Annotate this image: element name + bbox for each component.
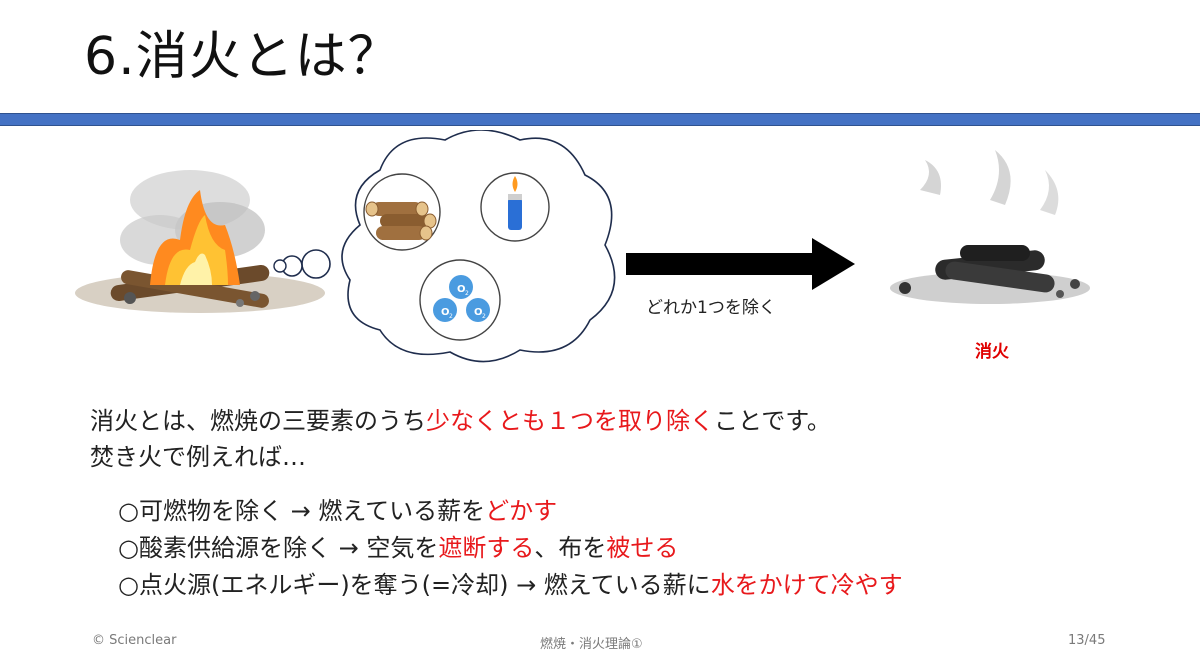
- list-item: ○点火源(エネルギー)を奪う(=冷却) → 燃えている薪に水をかけて冷やす: [118, 567, 903, 604]
- definition-text-a: 消火とは、燃焼の三要素のうち: [90, 407, 426, 435]
- definition-text-b: ことです。: [714, 407, 831, 435]
- method-list: ○可燃物を除く → 燃えている薪をどかす ○酸素供給源を除く → 空気を遮断する…: [118, 493, 903, 604]
- right-arrow-icon: [626, 238, 855, 290]
- title-divider-bar: [0, 113, 1200, 126]
- footer-page-number: 13/45: [1068, 633, 1106, 648]
- list-item-text: 酸素供給源を除く → 空気を: [138, 534, 439, 562]
- list-item: ○酸素供給源を除く → 空気を遮断する、布を被せる: [118, 530, 903, 567]
- list-item-text-after: 、布を: [534, 534, 607, 562]
- oxygen-subscript-2: 2: [449, 313, 453, 320]
- oxygen-symbol-1: O: [457, 284, 466, 295]
- definition-line-1: 消火とは、燃焼の三要素のうち少なくとも１つを取り除くことです。: [90, 403, 831, 439]
- oxygen-symbol-3: O: [474, 307, 483, 318]
- oxygen-symbol-2: O: [441, 307, 450, 318]
- definition-line-2: 焚き火で例えれば…: [90, 443, 306, 471]
- campfire-illustration: [75, 170, 325, 313]
- oxygen-subscript-1: 2: [465, 290, 469, 297]
- definition-emphasis: 少なくとも１つを取り除く: [426, 407, 714, 435]
- definition-text: 消火とは、燃焼の三要素のうち少なくとも１つを取り除くことです。 焚き火で例えれば…: [90, 403, 831, 475]
- list-item-emphasis: 遮断する: [438, 534, 535, 562]
- lighter-icon: [480, 172, 550, 242]
- list-item-emphasis: 水をかけて冷やす: [710, 571, 903, 599]
- footer-course-title: 燃焼・消火理論①: [540, 637, 643, 652]
- extinguished-fire-illustration: [890, 150, 1090, 304]
- arrow-label: どれか1つを除く: [646, 298, 776, 318]
- list-item-text: 可燃物を除く → 燃えている薪を: [138, 497, 486, 525]
- list-item-text: 点火源(エネルギー)を奪う(=冷却) → 燃えている薪に: [138, 571, 711, 599]
- firewood-icon: [363, 173, 441, 251]
- circle-marker: ○: [118, 534, 139, 562]
- list-item: ○可燃物を除く → 燃えている薪をどかす: [118, 493, 903, 530]
- result-label: 消火: [975, 342, 1009, 362]
- oxygen-icon: O O O 2 2 2: [419, 259, 501, 341]
- fire-triangle-diagram: O O O 2 2 2: [75, 130, 1090, 363]
- footer-copyright: © Scienclear: [92, 633, 177, 648]
- page-title: 6.消火とは？: [84, 27, 401, 87]
- list-item-emphasis-2: 被せる: [606, 534, 679, 562]
- list-item-emphasis: どかす: [485, 497, 558, 525]
- circle-marker: ○: [118, 497, 139, 525]
- oxygen-subscript-3: 2: [482, 313, 486, 320]
- circle-marker: ○: [118, 571, 139, 599]
